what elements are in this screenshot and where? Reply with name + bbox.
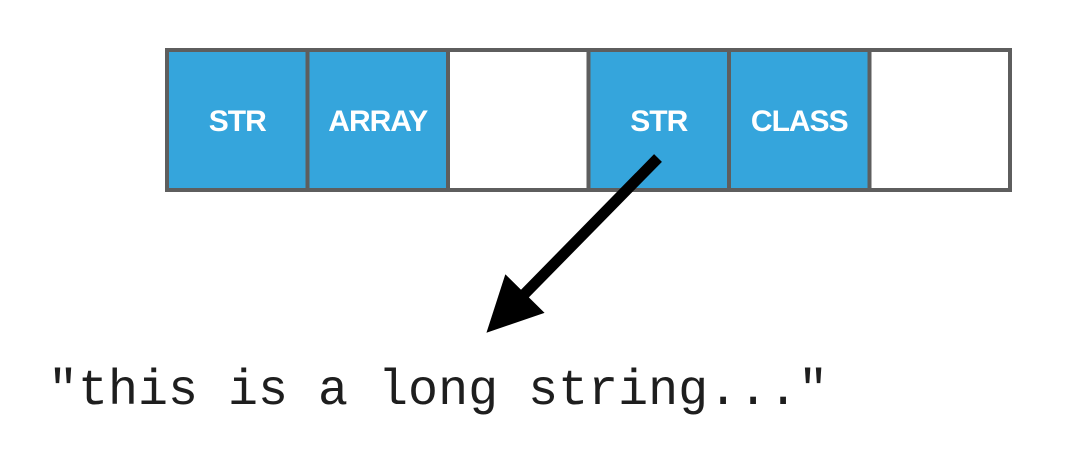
slot-row: STR ARRAY STR CLASS [165,48,1012,192]
slot-cell: CLASS [727,48,872,192]
slot-cell [867,48,1012,192]
slot-cell: ARRAY [305,48,450,192]
slot-label: CLASS [751,105,848,138]
slot-label: ARRAY [328,105,428,138]
slot-label: STR [209,105,267,138]
pointer-arrow [486,154,662,333]
empty-slot-box [867,48,1012,192]
slot-cell [446,48,591,192]
filled-slot-box [305,48,450,192]
slot-label: STR [630,105,688,138]
string-value-text: "this is a long string..." [48,363,828,420]
empty-slot-box [446,48,591,192]
slot-cell: STR [586,48,731,192]
filled-slot-box [165,48,310,192]
filled-slot-box [586,48,731,192]
slot-cell: STR [165,48,310,192]
